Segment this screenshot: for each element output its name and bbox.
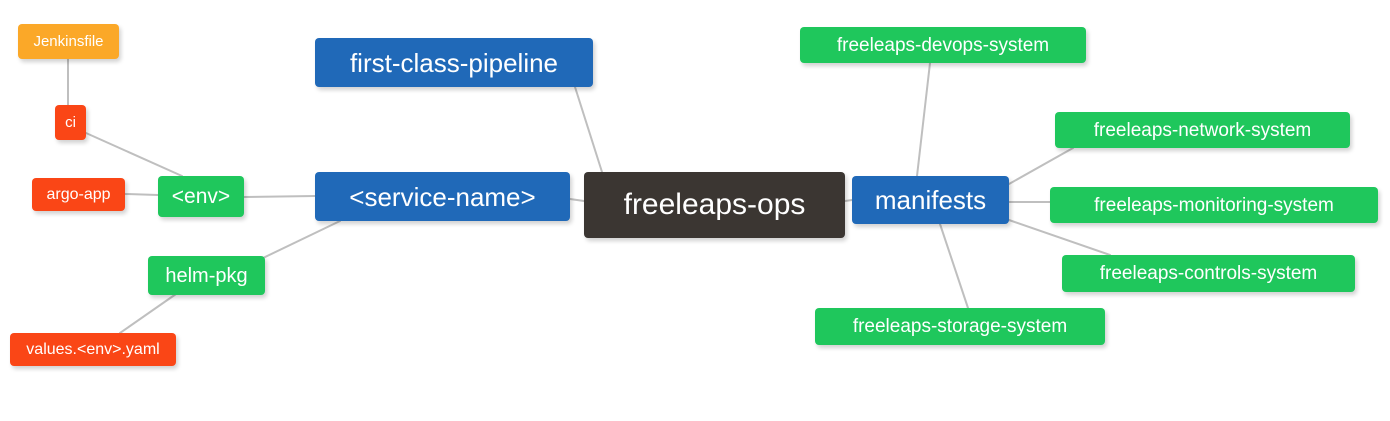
node-label-freeleaps-monitoring-system: freeleaps-monitoring-system [1094, 194, 1334, 216]
node-label-values-yaml: values.<env>.yaml [26, 340, 160, 358]
node-label-first-class-pipeline: first-class-pipeline [349, 47, 559, 78]
edge-helm-pkg-to-values-yaml [119, 293, 177, 334]
node-label-manifests: manifests [874, 185, 987, 215]
node-values-yaml[interactable]: values.<env>.yaml [10, 333, 176, 366]
node-manifests[interactable]: manifests [852, 176, 1009, 224]
edge-service-name-to-env [243, 195, 316, 198]
edge-service-name-to-helm-pkg [262, 220, 341, 259]
node-label-freeleaps-controls-system: freeleaps-controls-system [1099, 263, 1318, 284]
node-service-name[interactable]: <service-name> [315, 172, 570, 221]
node-label-freeleaps-ops: freeleaps-ops [623, 188, 806, 221]
node-freeleaps-controls-system[interactable]: freeleaps-controls-system [1062, 255, 1355, 292]
node-first-class-pipeline[interactable]: first-class-pipeline [315, 38, 593, 87]
node-ci[interactable]: ci [55, 105, 86, 140]
node-freeleaps-devops-system[interactable]: freeleaps-devops-system [800, 27, 1086, 63]
node-label-ci: ci [65, 114, 76, 131]
node-freeleaps-monitoring-system[interactable]: freeleaps-monitoring-system [1050, 187, 1378, 223]
edge-freeleaps-ops-to-manifests [844, 199, 853, 202]
node-freeleaps-storage-system[interactable]: freeleaps-storage-system [815, 308, 1105, 345]
edge-manifests-to-freeleaps-network-system [1008, 147, 1074, 185]
node-label-env: <env> [171, 185, 231, 208]
node-label-freeleaps-network-system: freeleaps-network-system [1093, 119, 1312, 141]
node-label-freeleaps-storage-system: freeleaps-storage-system [852, 316, 1068, 337]
edge-manifests-to-freeleaps-controls-system [1008, 219, 1111, 256]
node-freeleaps-network-system[interactable]: freeleaps-network-system [1055, 112, 1350, 148]
edge-freeleaps-ops-to-first-class-pipeline [574, 86, 603, 173]
node-label-jenkinsfile: Jenkinsfile [33, 33, 104, 50]
node-label-freeleaps-devops-system: freeleaps-devops-system [836, 34, 1050, 56]
node-helm-pkg[interactable]: helm-pkg [148, 256, 265, 295]
node-label-argo-app: argo-app [46, 185, 111, 203]
node-freeleaps-ops[interactable]: freeleaps-ops [584, 172, 845, 238]
edge-env-to-ci [85, 132, 183, 177]
edge-freeleaps-ops-to-service-name [569, 198, 585, 202]
node-argo-app[interactable]: argo-app [32, 178, 125, 211]
edge-env-to-argo-app [124, 193, 159, 196]
node-jenkinsfile[interactable]: Jenkinsfile [18, 24, 119, 59]
node-label-helm-pkg: helm-pkg [165, 264, 248, 287]
edge-manifests-to-freeleaps-devops-system [916, 62, 931, 177]
node-label-service-name: <service-name> [349, 181, 536, 212]
node-env[interactable]: <env> [158, 176, 244, 217]
edge-manifests-to-freeleaps-storage-system [939, 223, 969, 309]
